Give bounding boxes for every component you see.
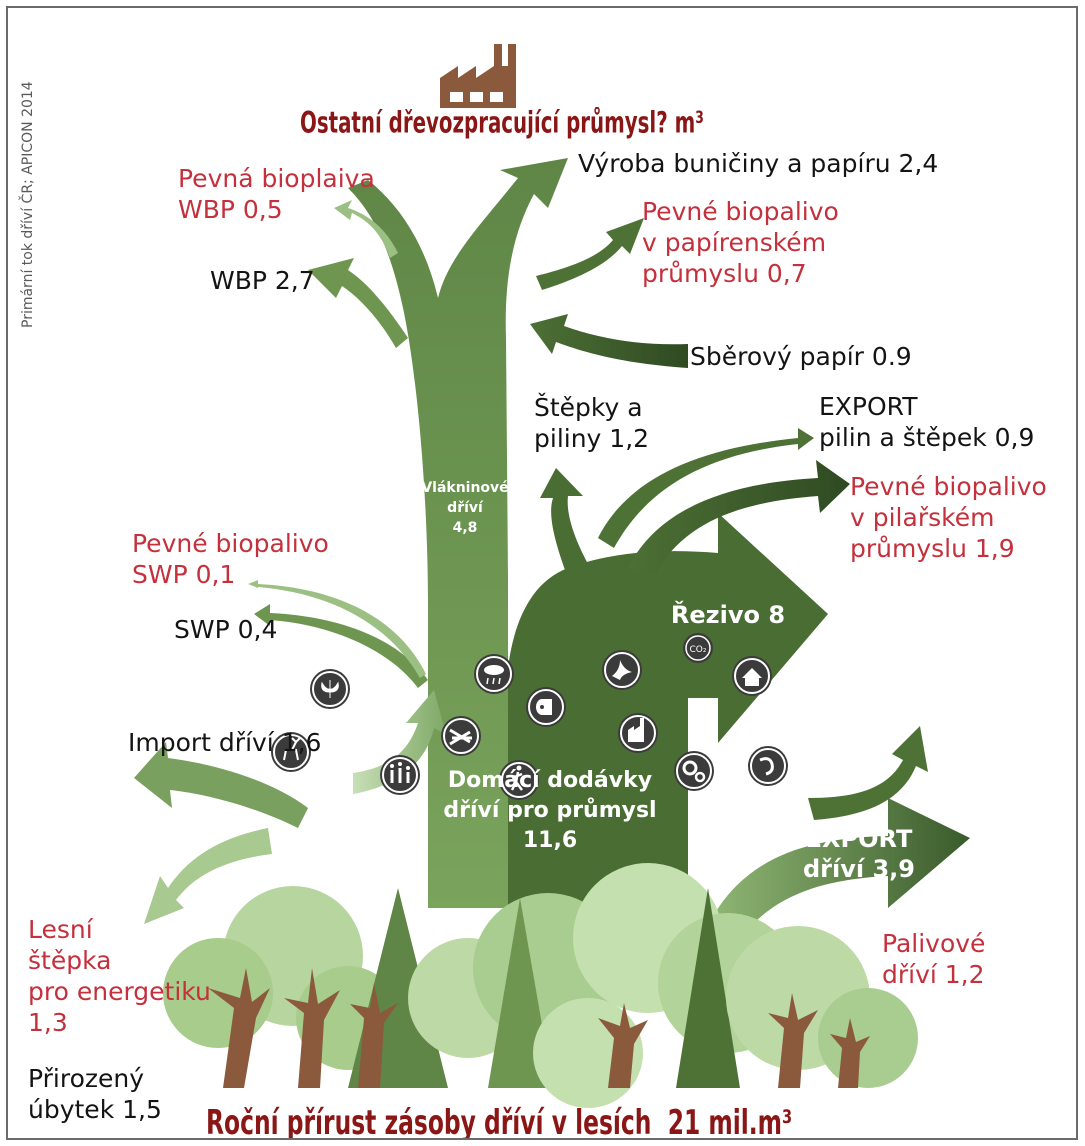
fuelwood-arrow (808, 726, 928, 820)
label-import: Import dříví 1,6 (128, 728, 322, 757)
recycled-paper-arrow (530, 314, 688, 368)
forest-chips-arrow (134, 742, 308, 828)
domestic-supply-trunk (348, 158, 568, 908)
toilet-paper-icon (526, 687, 566, 727)
label-chips: Štěpky a piliny 1,2 (534, 393, 650, 453)
export-chips-arrow (598, 428, 814, 548)
factory-icon (440, 44, 516, 108)
river-icon (748, 746, 788, 786)
rain-cloud-icon (474, 654, 514, 694)
credit-text: Primární tok dříví ČR; APICON 2014 (20, 81, 36, 328)
label-recycled-paper: Sběrový papír 0.9 (690, 342, 912, 371)
label-forest-chips: Lesní štěpka pro energetiku 1,3 (28, 915, 211, 1037)
label-swp-biofuel: Pevné biopalivo SWP 0,1 (132, 529, 329, 589)
label-export-chips: EXPORT pilin a štěpek 0,9 (819, 392, 1035, 452)
deer-icon (271, 732, 311, 772)
chips-arrow (540, 468, 593, 578)
svg-text:CO₂: CO₂ (690, 645, 707, 655)
label-wbp-biofuel: Pevná bioplaiva WBP 0,5 (178, 164, 375, 224)
import-arrow (353, 690, 446, 794)
sawmill-biofuel-arrow (628, 460, 850, 573)
hiker-icon (499, 760, 539, 800)
swp-biofuel-arrow (248, 580, 426, 678)
wood-flow-diagram: CO₂ (134, 44, 970, 1108)
family-icon (380, 755, 420, 795)
industry-icon (618, 713, 658, 753)
export-wood-arrow (698, 798, 970, 958)
label-pulpwood: Vlákninové dříví 4,8 (421, 480, 509, 536)
log-pile-icon (441, 716, 481, 756)
label-swp: SWP 0,4 (174, 615, 278, 644)
top-title: Ostatní dřevozpracující průmysl? m³ (300, 107, 704, 141)
label-natural-loss: Přirozený úbytek 1,5 (28, 1064, 162, 1124)
label-domestic: Domácí dodávky dříví pro průmysl 11,6 (443, 768, 657, 853)
wbp-biofuel-arrow (334, 200, 398, 258)
sawmill-branch (508, 513, 828, 908)
label-wbp: WBP 2,7 (210, 266, 315, 295)
butterfly-icon (310, 669, 350, 709)
label-export-wood: EXPORT dříví 3,9 (803, 825, 915, 883)
label-sawmill-biofuel: Pevné biopalivo v pilařském průmyslu 1,9 (850, 472, 1047, 563)
label-fuelwood: Palivové dříví 1,2 (882, 929, 986, 989)
forest-trunks (208, 968, 870, 1088)
forest-crowns (163, 863, 918, 1108)
label-paper-biofuel: Pevné biopalivo v papírenském průmyslu 0… (642, 197, 839, 288)
bottom-title: Roční přírust zásoby dříví v lesích 21 m… (206, 1104, 793, 1140)
bird-icon (602, 650, 642, 690)
house-icon (732, 656, 772, 696)
natural-loss-arrow (144, 828, 272, 924)
label-sawnwood: Řezivo 8 (670, 601, 786, 629)
diagram-frame: CO₂ Primární tok dříví ČR; APICON 2014 O… (6, 6, 1078, 1140)
wbp-arrow (308, 258, 408, 348)
gears-icon (674, 751, 714, 791)
paper-biofuel-arrow (536, 218, 644, 290)
co2-icon: CO₂ (683, 633, 713, 663)
label-pulp: Výroba buničiny a papíru 2,4 (578, 149, 939, 178)
